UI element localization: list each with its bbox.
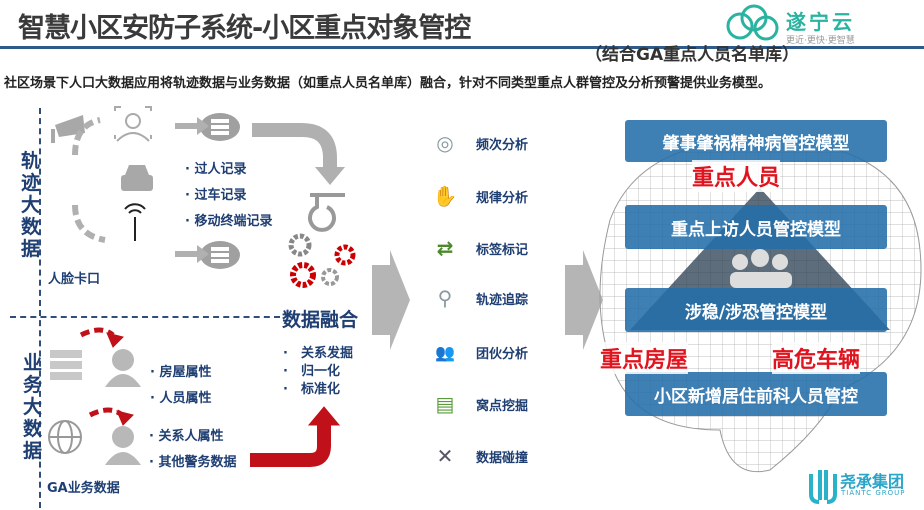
- shuffle-icon: ⇄: [436, 236, 454, 260]
- risk-vehicle-label: 高危车辆: [772, 342, 861, 374]
- globe-icon: [48, 420, 82, 454]
- database-icon: [50, 350, 82, 380]
- chevron-arrow-icon: [372, 250, 410, 350]
- gear-icons: [288, 193, 356, 288]
- gray-arrows: [72, 117, 345, 263]
- page-title: 智慧小区安防子系统-小区重点对象管控: [18, 13, 471, 44]
- logo-name: 遂宁云: [786, 10, 855, 34]
- target-icon: ◎: [436, 131, 454, 155]
- model-band: 重点上访人员管控模型: [625, 205, 887, 249]
- cloud-logo-icon: [726, 4, 779, 41]
- logo-english: TIANTC GROUP: [841, 489, 906, 497]
- fusion-item: · 关系发掘: [283, 346, 353, 361]
- intro-text: 社区场景下人口大数据应用将轨迹数据与业务数据（如重点人员名单库）融合，针对不同类…: [4, 76, 772, 91]
- track-data-label: 轨迹大数据: [21, 150, 41, 260]
- business-attrs-list: · 房屋属性 · 人员属性: [150, 360, 211, 412]
- analysis-label: 窝点挖掘: [476, 398, 529, 414]
- horizontal-divider: [10, 316, 280, 318]
- analysis-item: ▤ 窝点挖掘: [430, 392, 528, 416]
- fusion-item: · 标准化: [283, 382, 340, 397]
- fusion-item: · 归一化: [283, 364, 340, 379]
- face-checkpoint-label: 人脸卡口: [48, 272, 101, 287]
- analysis-label: 标签标记: [476, 242, 529, 258]
- red-arrows: [79, 327, 341, 467]
- camera-icon: [51, 115, 85, 143]
- key-person-label: 重点人员: [692, 160, 781, 192]
- flow-diagram: [48, 106, 356, 467]
- page-subtitle: （结合GA重点人员名单库）: [585, 45, 800, 65]
- cloud-server-icon: [200, 113, 240, 141]
- record-item: · 移动终端记录: [185, 214, 273, 229]
- document-check-icon: ▤: [435, 392, 455, 416]
- model-band: 涉稳/涉恐管控模型: [625, 288, 887, 332]
- logo-tagline: 更近·更快·更智慧: [786, 36, 855, 46]
- analysis-label: 轨迹追踪: [476, 292, 529, 308]
- vertical-divider: [39, 108, 41, 508]
- fusion-items: · 关系发掘 · 归一化 · 标准化: [283, 345, 353, 399]
- analysis-label: 频次分析: [476, 137, 529, 153]
- title-divider: [0, 46, 924, 49]
- model-band: 小区新增居住前科人员管控: [625, 372, 887, 416]
- face-scan-icon: [114, 106, 152, 142]
- chevron-arrow-icon: [565, 250, 603, 350]
- hand-coins-icon: ✋: [432, 184, 458, 208]
- key-house-label: 重点房屋: [600, 342, 689, 374]
- suining-cloud-logo: 遂宁云 更近·更快·更智慧: [722, 4, 922, 48]
- record-item: · 过车记录: [185, 188, 247, 203]
- model-band: 肇事肇祸精神病管控模型: [625, 120, 887, 162]
- cross-icon: ✕: [436, 444, 454, 468]
- ga-data-label: GA业务数据: [47, 481, 120, 496]
- attr-item: · 房屋属性: [150, 365, 212, 380]
- tiantc-logo-icon: [809, 470, 837, 504]
- analysis-item: ⚲ 轨迹追踪: [430, 286, 528, 310]
- analysis-label: 数据碰撞: [476, 450, 529, 466]
- person-icons: [105, 349, 141, 465]
- fusion-title: 数据融合: [282, 309, 359, 331]
- analysis-item: 👥 团伙分析: [430, 340, 528, 364]
- analysis-label: 规律分析: [476, 190, 529, 206]
- tiantc-logo: 尧承集团 TIANTC GROUP: [808, 466, 924, 508]
- attr-item: · 其他警务数据: [149, 455, 237, 470]
- cloud-server-icon: [200, 241, 240, 269]
- analysis-label: 团伙分析: [476, 346, 529, 362]
- logo-name: 尧承集团: [840, 472, 905, 491]
- magnifier-icon: ⚲: [437, 286, 453, 310]
- attr-item: · 关系人属性: [149, 429, 224, 444]
- signal-tower-icon: [124, 203, 146, 241]
- analysis-item: ⇄ 标签标记: [430, 236, 528, 260]
- attr-item: · 人员属性: [150, 391, 212, 406]
- analysis-item: ◎ 频次分析: [430, 131, 528, 155]
- car-icon: [121, 165, 153, 191]
- track-records-list: · 过人记录 · 过车记录 · 移动终端记录: [185, 157, 272, 235]
- business-attrs-list-2: · 关系人属性 · 其他警务数据: [149, 424, 236, 476]
- record-item: · 过人记录: [185, 162, 247, 177]
- analysis-item: ✋ 规律分析: [430, 184, 528, 208]
- analysis-item: ✕ 数据碰撞: [430, 444, 528, 468]
- group-icon: 👥: [435, 342, 455, 362]
- business-data-label: 业务大数据: [23, 352, 43, 462]
- people-silhouette-icon: [730, 249, 792, 288]
